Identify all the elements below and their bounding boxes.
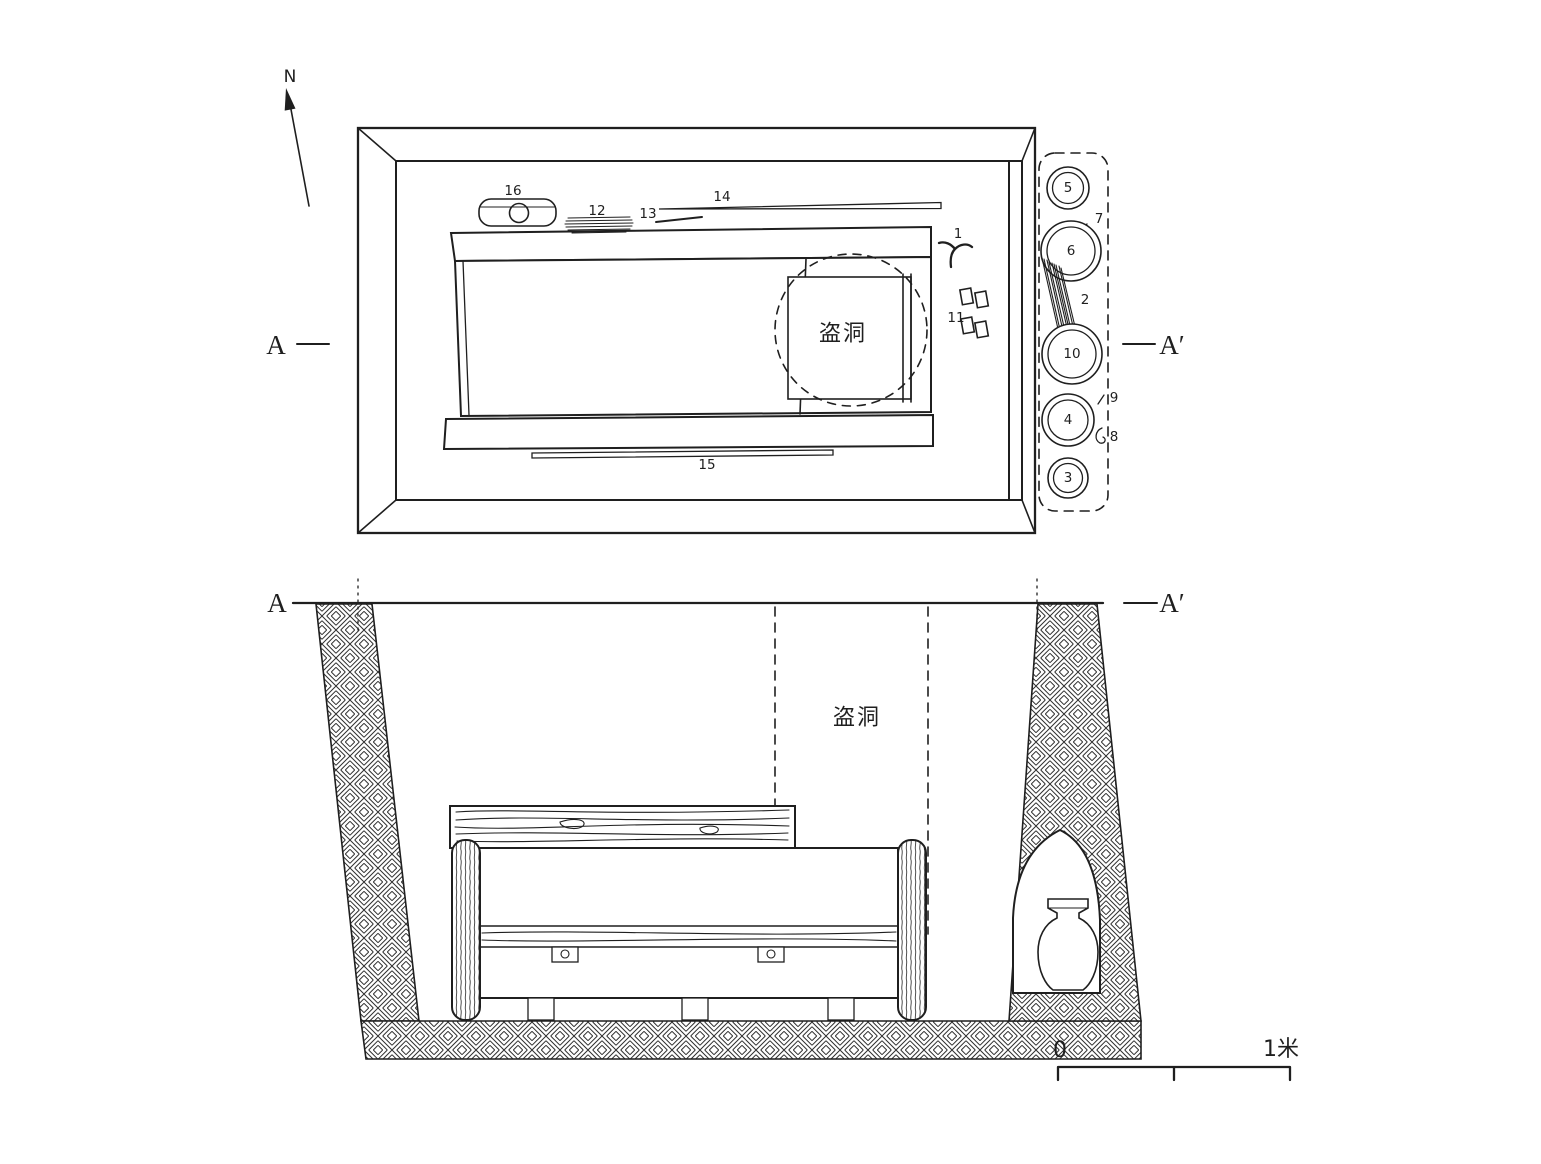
pot-5-plan	[1046, 166, 1090, 210]
artifact-label-13: 13	[639, 206, 656, 222]
section-label-a: A	[267, 588, 287, 618]
pot-10-plan	[1041, 323, 1103, 385]
section-coffin-feet	[527, 997, 855, 1021]
artifact-label-10: 10	[1063, 346, 1080, 362]
artifact-label-15: 15	[698, 457, 715, 473]
section-coffin-end-board-left	[451, 839, 481, 1021]
artifact-2-bundle	[1041, 257, 1078, 336]
plan-niche-outline	[1038, 152, 1109, 512]
plan-robber-hole-outline	[774, 253, 928, 407]
artifact-label-12: 12	[588, 203, 605, 219]
artifact-label-11: 11	[947, 310, 964, 326]
compass-north-label: N	[284, 67, 297, 87]
plan-section-line: A A′	[266, 330, 1184, 360]
scale-bar-line	[1056, 1065, 1292, 1082]
artifact-11-plaques	[958, 287, 990, 339]
plan-coffin-head-board-line	[462, 260, 470, 416]
artifact-label-8: 8	[1110, 429, 1119, 445]
section-coffin-end-board-right	[897, 839, 927, 1021]
section-coffin-chamber	[477, 847, 899, 999]
plan-coffin-end-board-lines	[902, 273, 912, 403]
scale-zero-label: 0	[1053, 1038, 1067, 1063]
north-arrow-head	[284, 88, 296, 111]
artifact-label-5: 5	[1064, 180, 1073, 196]
plan-coffin-south-plank	[442, 413, 934, 451]
section-alignment-lines	[357, 578, 1038, 631]
section-left-wall	[315, 603, 420, 1022]
section-coffin	[449, 805, 927, 1021]
plan-coffin-north-plank	[449, 225, 932, 263]
plan-coffin: 盗洞	[442, 225, 934, 451]
section-coffin-lid	[449, 805, 796, 849]
artifact-16-box	[478, 198, 557, 227]
pot-3-plan	[1047, 457, 1089, 499]
artifact-label-4: 4	[1064, 412, 1073, 428]
plan-robber-hole-label: 盗洞	[819, 322, 867, 347]
artifact-label-1: 1	[954, 226, 963, 242]
artifact-13-stick	[655, 216, 703, 223]
plan-view: 盗洞	[266, 126, 1185, 535]
plan-niche	[1038, 152, 1109, 512]
artifact-label-2: 2	[1081, 292, 1090, 308]
artifact-14-pole	[658, 201, 942, 210]
section-floor	[360, 1020, 1142, 1060]
artifact-label-16: 16	[504, 183, 521, 199]
section-coffin-floor-plank	[479, 925, 899, 948]
north-arrow: N	[284, 67, 310, 207]
plan-section-label-a: A	[266, 330, 286, 360]
section-robber-hole-label: 盗洞	[833, 706, 881, 731]
lid-wood-grain	[454, 809, 790, 843]
section-plank-supports	[551, 946, 785, 963]
north-arrow-line	[289, 103, 310, 207]
section-niche	[1012, 828, 1101, 994]
artifact-label-9: 9	[1110, 390, 1119, 406]
pot-4-plan	[1041, 393, 1095, 447]
scale-max-label: 1米	[1263, 1037, 1299, 1062]
plan-section-label-a-prime: A′	[1159, 330, 1184, 360]
artifact-8-hook	[1095, 427, 1106, 444]
artifact-label-7: 7	[1095, 211, 1104, 227]
plan-artifacts	[478, 198, 990, 459]
artifact-9-fragment	[1097, 394, 1105, 405]
section-view: 盗洞	[267, 578, 1185, 1060]
artifact-label-14: 14	[713, 189, 730, 205]
section-label-a-prime: A′	[1159, 588, 1184, 618]
section-niche-pot	[1037, 898, 1099, 991]
artifact-1-fork	[937, 241, 974, 269]
artifact-label-6: 6	[1067, 243, 1076, 259]
artifact-label-3: 3	[1064, 470, 1073, 486]
plan-corner-bevels	[357, 127, 1036, 534]
artifact-12-slips	[564, 216, 634, 234]
artifact-15-rod	[531, 449, 834, 459]
scale-bar: 0 1米	[1053, 1037, 1299, 1082]
